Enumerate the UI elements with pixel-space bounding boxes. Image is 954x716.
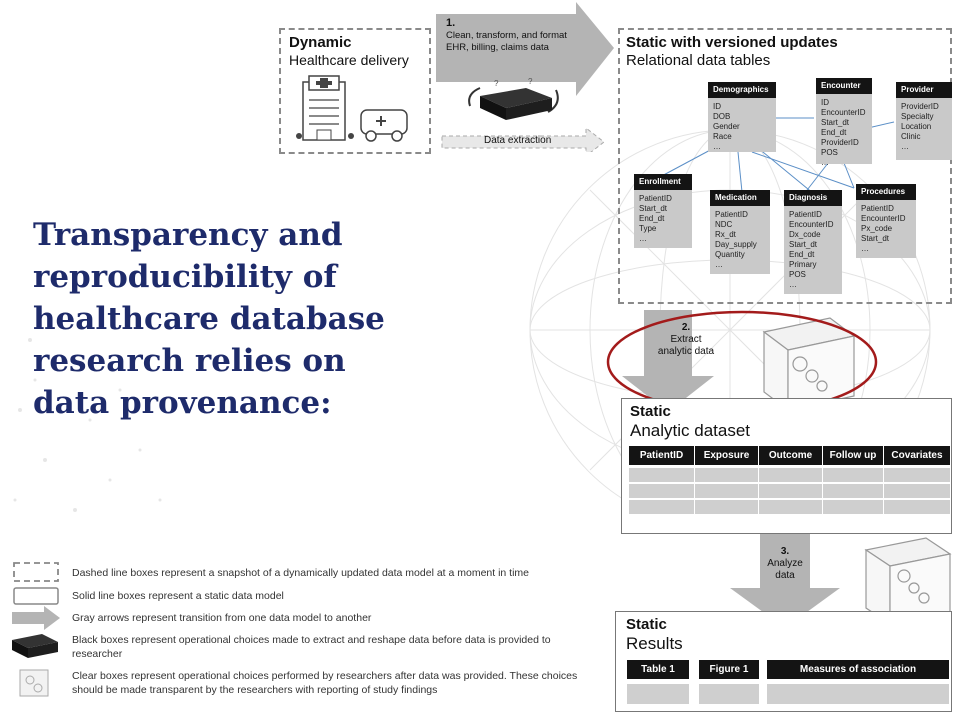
dashed-box-legend-icon bbox=[13, 562, 59, 582]
analytic-cell bbox=[629, 500, 694, 514]
table-provider-fields: ProviderID Specialty Location Clinic … bbox=[901, 102, 939, 151]
results-col-2: Measures of association bbox=[767, 660, 949, 679]
analytic-cell bbox=[884, 484, 950, 498]
black-box-icon: ? ? bbox=[468, 77, 559, 120]
solid-box-legend-icon bbox=[13, 587, 59, 605]
step3-number: 3. bbox=[780, 546, 790, 557]
legend-arrow: Gray arrows represent transition from on… bbox=[72, 612, 372, 624]
data-extraction-label: Data extraction bbox=[484, 135, 552, 146]
analytic-box-subtitle: Analytic dataset bbox=[630, 421, 751, 440]
analytic-cell bbox=[823, 500, 883, 514]
dynamic-box-title: Dynamic bbox=[289, 34, 352, 51]
headline: Transparency and reproducibility of heal… bbox=[33, 217, 385, 421]
analytic-cell bbox=[629, 468, 694, 482]
dynamic-box: Dynamic Healthcare delivery bbox=[279, 28, 431, 154]
analytic-cell bbox=[759, 500, 822, 514]
step3-group bbox=[730, 534, 952, 628]
table-procedures: Procedures PatientID EncounterID Px_code… bbox=[856, 184, 916, 258]
table-enrollment-fields: PatientID Start_dt End_dt Type … bbox=[639, 194, 672, 243]
analytic-cell bbox=[695, 468, 758, 482]
clear-box-icon bbox=[864, 537, 952, 626]
legend-black-box: Black boxes represent operational choice… bbox=[72, 634, 551, 660]
analytic-cell bbox=[695, 484, 758, 498]
step2-number: 2. bbox=[681, 322, 691, 333]
table-medication-header: Medication bbox=[710, 190, 770, 206]
svg-text:?: ? bbox=[494, 79, 499, 88]
step2-text: Extract analytic data bbox=[657, 334, 715, 357]
analytic-cell bbox=[695, 500, 758, 514]
hospital-ambulance-icon bbox=[296, 75, 408, 142]
table-diagnosis: Diagnosis PatientID EncounterID Dx_code … bbox=[784, 190, 842, 294]
step3-text: Analyze data bbox=[767, 558, 803, 581]
table-demographics-fields: ID DOB Gender Race … bbox=[713, 102, 740, 151]
speckle-background bbox=[13, 338, 162, 512]
step1-text: Clean, transform, and format EHR, billin… bbox=[446, 30, 567, 53]
analytic-col-1: Exposure bbox=[695, 446, 758, 465]
analytic-col-2: Outcome bbox=[759, 446, 822, 465]
step3-arrow bbox=[730, 534, 840, 628]
analytic-col-3: Follow up bbox=[823, 446, 883, 465]
table-procedures-header: Procedures bbox=[856, 184, 916, 200]
table-encounter: Encounter ID EncounterID Start_dt End_dt… bbox=[816, 78, 872, 167]
analytic-col-0: PatientID bbox=[629, 446, 694, 465]
step1-arrow bbox=[436, 2, 614, 152]
table-procedures-fields: PatientID EncounterID Px_code Start_dt … bbox=[861, 204, 906, 253]
analytic-cell bbox=[823, 468, 883, 482]
results-col-1: Figure 1 bbox=[699, 660, 759, 679]
gray-arrow-legend-icon bbox=[12, 606, 60, 630]
table-encounter-header: Encounter bbox=[816, 78, 872, 94]
table-demographics-header: Demographics bbox=[708, 82, 776, 98]
step1-number: 1. bbox=[446, 17, 456, 29]
relational-box-subtitle: Relational data tables bbox=[626, 52, 771, 69]
legend-dashed: Dashed line boxes represent a snapshot o… bbox=[72, 567, 530, 579]
legend-solid: Solid line boxes represent a static data… bbox=[72, 590, 284, 602]
results-col-0: Table 1 bbox=[627, 660, 689, 679]
analytic-box-title: Static bbox=[630, 403, 671, 420]
table-enrollment: Enrollment PatientID Start_dt End_dt Typ… bbox=[634, 174, 692, 248]
analytic-cell bbox=[884, 468, 950, 482]
table-provider: Provider ProviderID Specialty Location C… bbox=[896, 82, 952, 160]
table-medication: Medication PatientID NDC Rx_dt Day_suppl… bbox=[710, 190, 770, 274]
results-cell bbox=[767, 684, 949, 704]
analytic-cell bbox=[759, 468, 822, 482]
legend-clear-box: Clear boxes represent operational choice… bbox=[72, 670, 578, 696]
table-diagnosis-fields: PatientID EncounterID Dx_code Start_dt E… bbox=[789, 210, 834, 289]
dynamic-box-subtitle: Healthcare delivery bbox=[289, 52, 409, 68]
results-box-title: Static bbox=[626, 616, 667, 633]
step2-arrow bbox=[622, 310, 714, 412]
table-diagnosis-header: Diagnosis bbox=[784, 190, 842, 206]
step2-group bbox=[606, 310, 878, 414]
clear-box-legend-icon bbox=[19, 669, 49, 697]
table-medication-fields: PatientID NDC Rx_dt Day_supply Quantity … bbox=[715, 210, 757, 269]
analytic-col-4: Covariates bbox=[884, 446, 950, 465]
table-enrollment-header: Enrollment bbox=[634, 174, 692, 190]
results-cell bbox=[627, 684, 689, 704]
svg-text:?: ? bbox=[528, 77, 533, 86]
black-box-legend-icon bbox=[12, 634, 58, 658]
results-cell bbox=[699, 684, 759, 704]
analytic-cell bbox=[629, 484, 694, 498]
relational-box-title: Static with versioned updates bbox=[626, 34, 838, 51]
table-relationship-lines bbox=[657, 117, 895, 195]
table-encounter-fields: ID EncounterID Start_dt End_dt ProviderI… bbox=[821, 98, 866, 167]
table-provider-header: Provider bbox=[896, 82, 952, 98]
analytic-cell bbox=[823, 484, 883, 498]
relational-tables-box: Static with versioned updates Relational… bbox=[618, 28, 952, 304]
table-demographics: Demographics ID DOB Gender Race … bbox=[708, 82, 776, 152]
results-box-subtitle: Results bbox=[626, 634, 683, 653]
analytic-cell bbox=[884, 500, 950, 514]
analytic-cell bbox=[759, 484, 822, 498]
